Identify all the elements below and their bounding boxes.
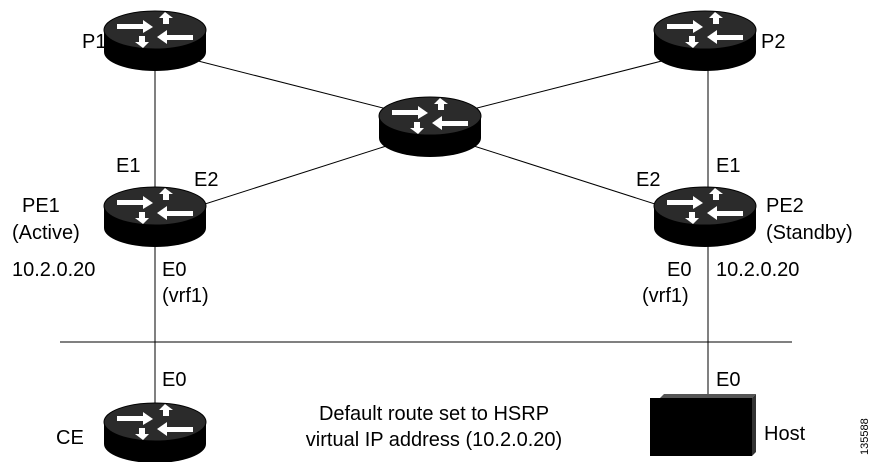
pe2-e0-label: E0 bbox=[667, 259, 691, 281]
router-ce-icon bbox=[103, 402, 207, 462]
pe1-e1-label: E1 bbox=[116, 155, 140, 177]
pe1-label: PE1 bbox=[22, 195, 60, 217]
router-p2-icon bbox=[653, 10, 757, 72]
note-line-2: virtual IP address (10.2.0.20) bbox=[306, 429, 562, 451]
router-pe2-icon bbox=[653, 186, 757, 248]
figure-id: 135588 bbox=[859, 418, 871, 455]
ce-label: CE bbox=[56, 427, 84, 449]
pe1-e2-label: E2 bbox=[194, 169, 218, 191]
pe2-vrf-label: (vrf1) bbox=[642, 285, 689, 307]
p1-label: P1 bbox=[82, 31, 106, 53]
pe1-e0-label: E0 bbox=[162, 259, 186, 281]
pe2-label: PE2 bbox=[766, 195, 804, 217]
pe2-ip-label: 10.2.0.20 bbox=[716, 259, 799, 281]
router-core-icon bbox=[378, 96, 482, 158]
pe2-role: (Standby) bbox=[766, 222, 853, 244]
p2-label: P2 bbox=[761, 31, 785, 53]
note-line-1: Default route set to HSRP bbox=[319, 403, 549, 425]
router-p1-icon bbox=[103, 10, 207, 72]
pe2-e1-label: E1 bbox=[716, 155, 740, 177]
pe2-e2-label: E2 bbox=[636, 169, 660, 191]
host-icon bbox=[650, 394, 756, 456]
pe1-vrf-label: (vrf1) bbox=[162, 285, 209, 307]
host-e0-label: E0 bbox=[716, 369, 740, 391]
host-label: Host bbox=[764, 423, 806, 445]
pe1-ip-label: 10.2.0.20 bbox=[12, 259, 95, 281]
router-pe1-icon bbox=[103, 186, 207, 248]
ce-e0-label: E0 bbox=[162, 369, 186, 391]
pe1-role: (Active) bbox=[12, 222, 80, 244]
